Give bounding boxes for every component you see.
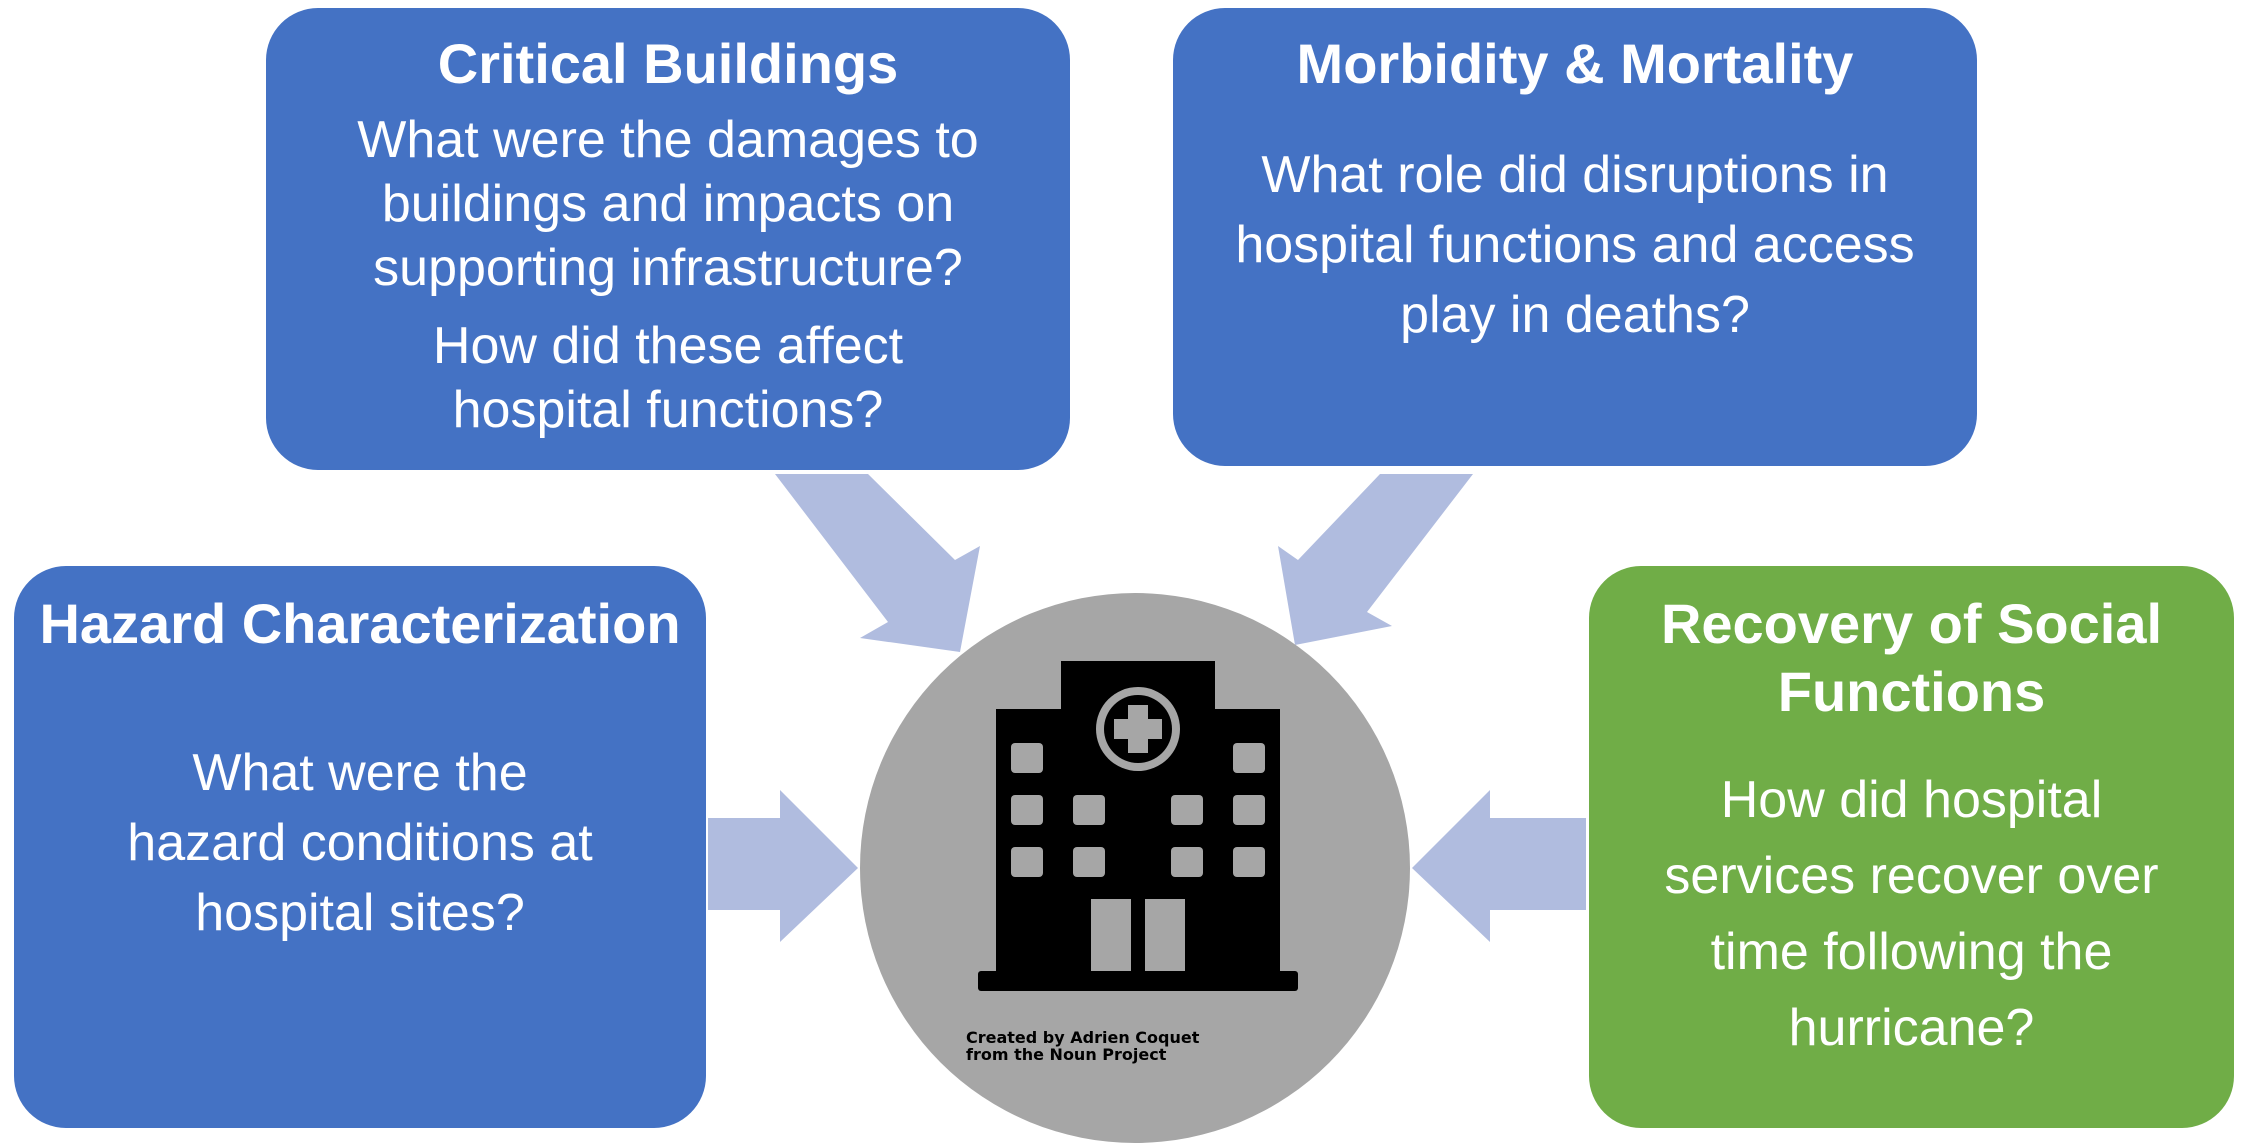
morbidity-mortality-title: Morbidity & Mortality bbox=[1296, 32, 1854, 95]
icon-credit-line-1: Created by Adrien Coquet bbox=[966, 1028, 1200, 1047]
recovery-social-functions-text: How did hospital services recover over t… bbox=[1664, 771, 2159, 1057]
critical-buildings-text-1: What were the damages to buildings and i… bbox=[357, 111, 979, 297]
hazard-characterization-text: What were the hazard conditions at hospi… bbox=[127, 744, 593, 942]
arrow-morbidity-to-center bbox=[1278, 474, 1473, 645]
morbidity-mortality-box: Morbidity & Mortality What role did disr… bbox=[1173, 8, 1977, 466]
arrow-recovery-to-center bbox=[1412, 790, 1586, 942]
recovery-social-functions-box: Recovery of Social Functions How did hos… bbox=[1589, 566, 2234, 1128]
center-hospital-circle: Created by Adrien Coquet from the Noun P… bbox=[860, 593, 1410, 1143]
critical-buildings-box: Critical Buildings What were the damages… bbox=[266, 8, 1070, 470]
icon-credit-line-2: from the Noun Project bbox=[966, 1045, 1167, 1064]
arrow-hazard-to-center bbox=[708, 790, 858, 942]
hazard-characterization-box: Hazard Characterization What were the ha… bbox=[14, 566, 706, 1128]
arrow-critical-to-center bbox=[775, 474, 980, 652]
hospital-building-icon bbox=[978, 661, 1298, 991]
hazard-characterization-title: Hazard Characterization bbox=[39, 592, 681, 655]
critical-buildings-title: Critical Buildings bbox=[437, 32, 899, 95]
critical-buildings-text-2: How did these affect hospital functions? bbox=[432, 317, 904, 439]
recovery-social-functions-title: Recovery of Social Functions bbox=[1660, 592, 2163, 723]
morbidity-mortality-text: What role did disruptions in hospital fu… bbox=[1235, 146, 1915, 344]
